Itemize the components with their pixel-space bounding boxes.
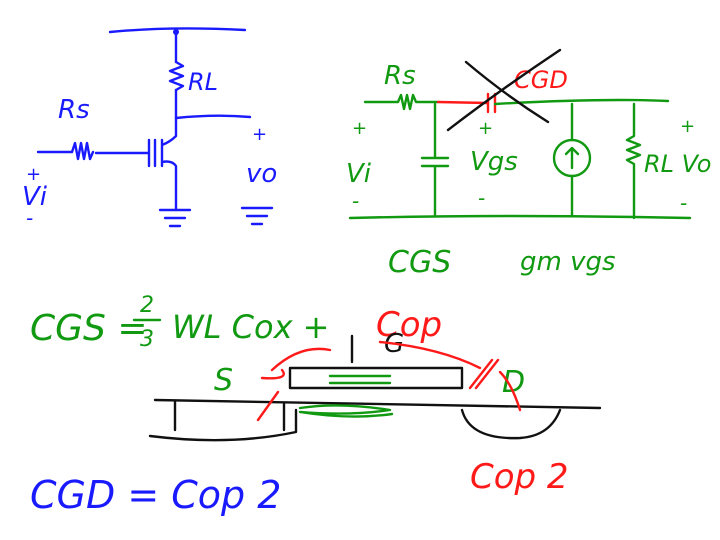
load-resistor-eq: [625, 102, 642, 220]
source-overlap-mark: [256, 347, 332, 422]
cgs-equation-right: WL Cox +: [172, 308, 329, 346]
ground-symbol-left: [158, 208, 192, 228]
current-source-arrow-icon: [564, 146, 580, 170]
gate-electrode: [288, 366, 464, 390]
cgd-wire-left: [436, 100, 490, 105]
eq-rl-vo-label: RL Vo: [644, 150, 711, 178]
drain-overlap-mark: [378, 340, 522, 412]
rl-label: RL: [188, 68, 218, 96]
mosfet-cross-section: S G D: [148, 329, 602, 442]
cross-out-mark: [446, 48, 562, 132]
supply-node: [173, 29, 179, 35]
gate-plate: [147, 138, 157, 168]
vgs-minus: -: [478, 186, 485, 210]
cgs-capacitor: [420, 102, 450, 217]
gm-vgs-note: gm vgs: [520, 247, 616, 277]
eq-vi-minus: -: [352, 189, 359, 213]
source-region-edges: [173, 400, 286, 432]
vo-label: vo: [246, 159, 277, 189]
load-resistor-symbol: [168, 60, 185, 92]
vo-plus: +: [252, 124, 267, 145]
equivalent-circuit: Rs CGD + Vi - + Vgs - RL Vo + - CGS gm v…: [346, 48, 711, 280]
vi-minus: -: [26, 206, 33, 230]
output-wire: [174, 114, 252, 120]
supply-rail: [108, 27, 247, 34]
source-terminal-label: S: [214, 363, 233, 398]
drain-diffusion: [460, 408, 562, 440]
vi-plus: +: [26, 164, 41, 185]
rs-label: Rs: [58, 95, 90, 125]
ground-wire: [348, 214, 692, 220]
cop-term: Cop: [376, 305, 442, 345]
fraction-numerator: 2: [140, 293, 154, 318]
channel-scribble: [298, 404, 394, 418]
gate-oxide-lines: [328, 374, 392, 385]
source-diffusion: [148, 408, 298, 442]
eq-vo-minus: -: [680, 191, 687, 215]
current-source-circle: [552, 138, 592, 178]
eq-source-resistor: [363, 93, 440, 111]
vgs-label: Vgs: [470, 147, 518, 177]
eq-vo-plus: +: [680, 116, 695, 137]
cgd-equation-text: CGD = Cop 2: [30, 473, 281, 517]
fraction-denominator: 3: [140, 327, 154, 352]
amplifier-schematic: RL Rs + Vi - + vo: [22, 27, 277, 230]
cgd-equation: CGD = Cop 2 Cop 2: [30, 457, 569, 517]
eq-vi-plus: +: [352, 118, 367, 139]
eq-rs-label: Rs: [384, 61, 416, 91]
vgs-plus: +: [478, 118, 493, 139]
cgs-equation-left: CGS =: [30, 308, 148, 349]
vi-label: Vi: [22, 182, 48, 212]
eq-vi-label: Vi: [346, 159, 372, 189]
drain-terminal-label: D: [502, 365, 525, 400]
cgs-equation: CGS = 2 3 WL Cox + Cop: [30, 293, 442, 352]
mosfet-channel: [160, 116, 178, 178]
cop2-note: Cop 2: [470, 457, 569, 497]
substrate-surface: [153, 398, 602, 410]
ground-symbol-right: [240, 206, 274, 226]
cgd-label: CGD: [514, 66, 568, 94]
cgs-note: CGS: [388, 245, 451, 280]
source-resistor-symbol: [70, 141, 95, 161]
